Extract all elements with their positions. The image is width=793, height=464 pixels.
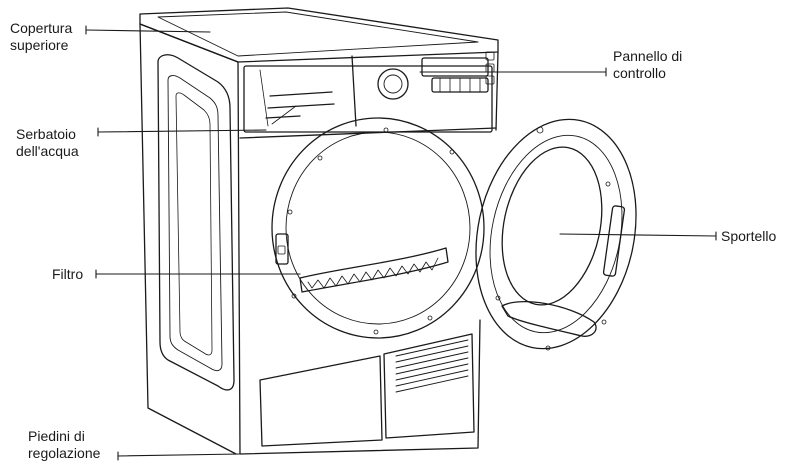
lower-panels <box>259 333 475 447</box>
label-filter-line1: Filtro <box>52 266 84 282</box>
vent-grille <box>395 339 469 393</box>
label-door: Sportello <box>721 228 776 245</box>
door <box>475 118 637 351</box>
label-water-tank: Serbatoio dell'acqua <box>16 126 79 160</box>
label-top-cover: Copertura superiore <box>10 20 72 54</box>
label-top-cover-line1: Copertura <box>10 20 73 36</box>
label-control-panel: Pannello di controllo <box>613 48 682 82</box>
label-door-line1: Sportello <box>721 228 777 244</box>
filter <box>275 233 449 293</box>
label-filter: Filtro <box>52 266 83 283</box>
control-panel <box>243 51 495 133</box>
leader-lines <box>85 25 717 461</box>
label-feet-line1: Piedini di <box>28 428 85 444</box>
label-control-panel-line1: Pannello di <box>613 48 683 64</box>
front-body <box>237 51 499 455</box>
label-feet-line2: regolazione <box>28 445 101 461</box>
side-panel <box>139 23 237 455</box>
label-top-cover-line2: superiore <box>10 37 69 53</box>
drum-opening <box>271 117 485 339</box>
top-cover <box>139 7 499 63</box>
label-water-tank-line2: dell'acqua <box>16 143 79 159</box>
label-feet: Piedini di regolazione <box>28 428 100 462</box>
label-water-tank-line1: Serbatoio <box>16 126 76 142</box>
label-control-panel-line2: controllo <box>613 65 666 81</box>
water-tank <box>265 91 335 125</box>
